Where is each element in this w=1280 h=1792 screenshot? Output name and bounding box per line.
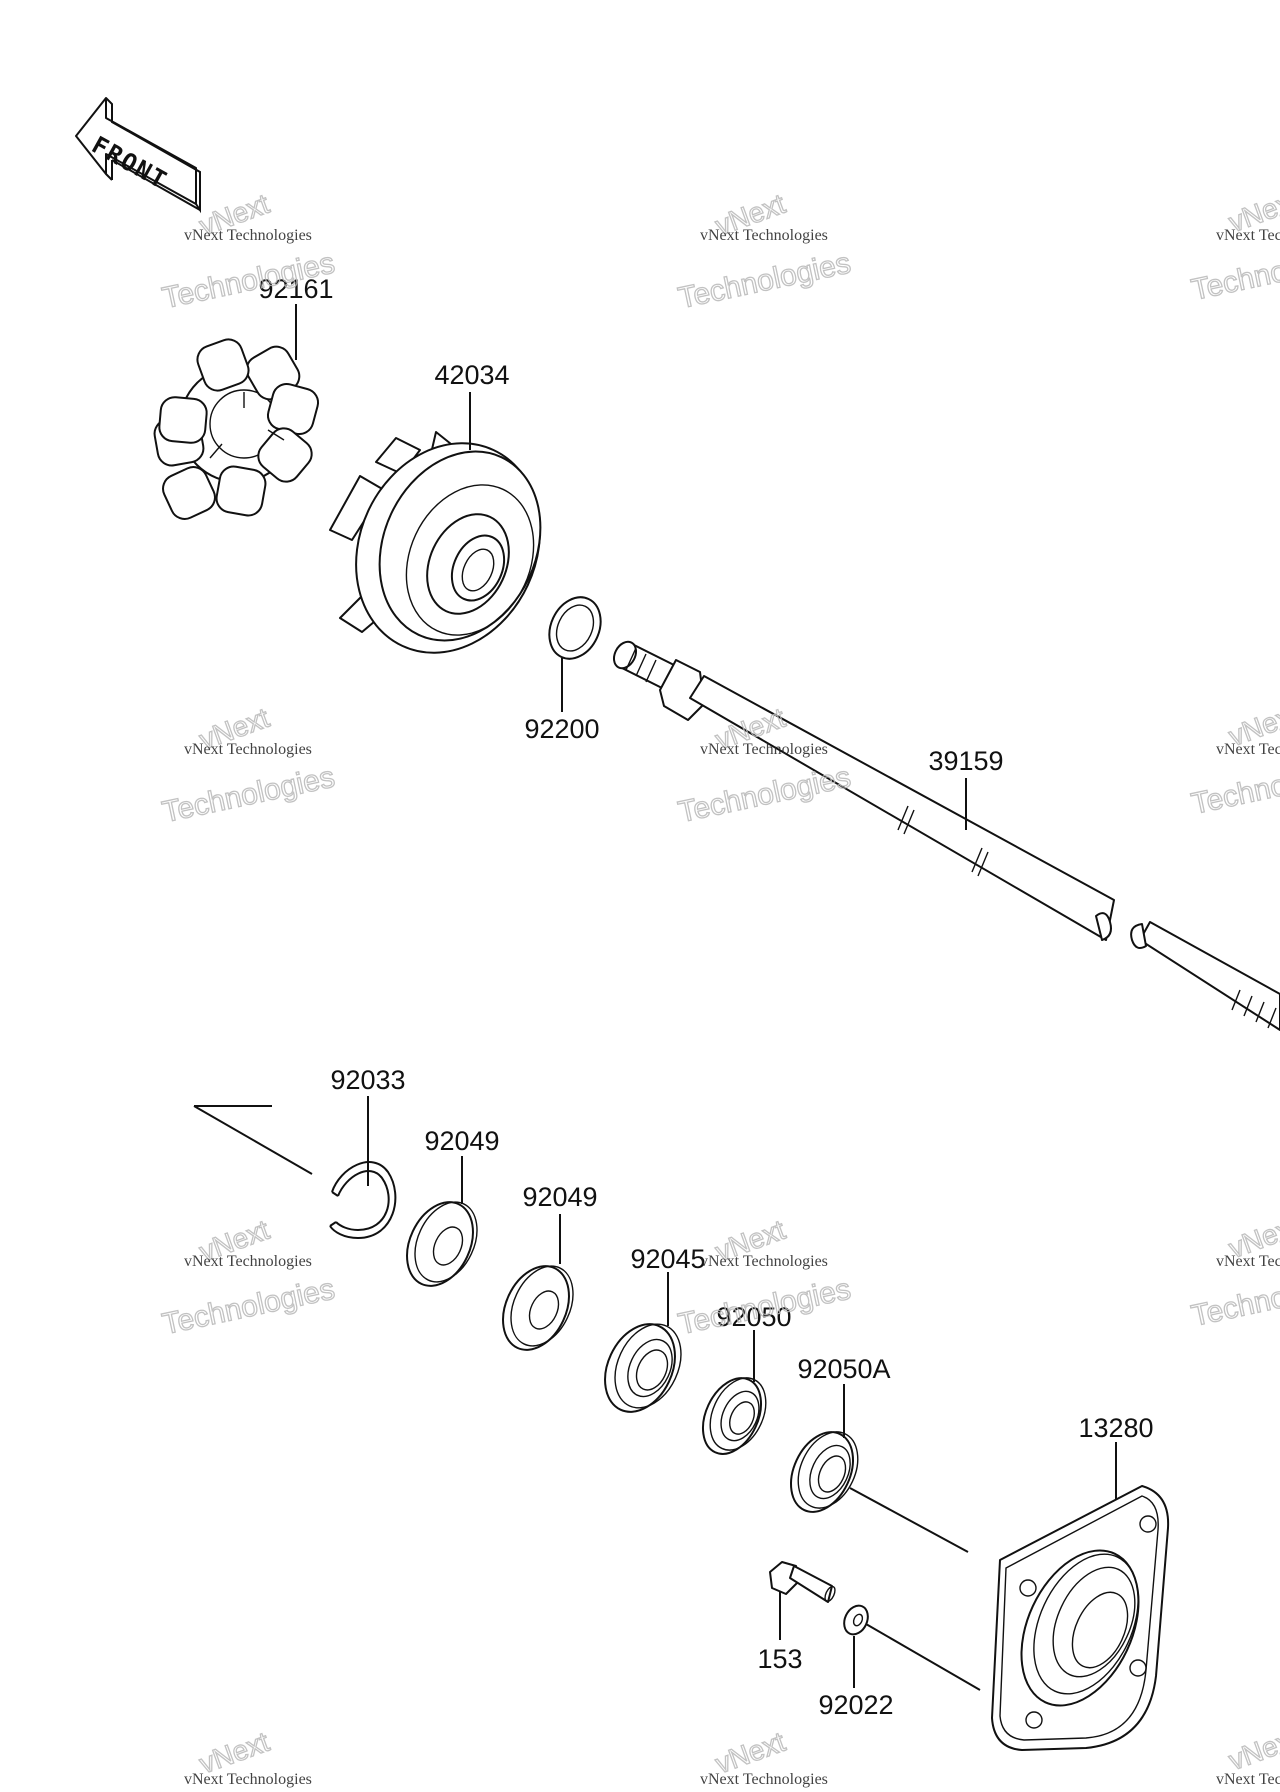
watermark-text: vNext Technologies	[700, 1253, 828, 1270]
assembly-line-washer-to-housing	[865, 1623, 981, 1691]
watermark-text: vNext Technologies	[1216, 227, 1280, 244]
part-92045-bearing	[604, 1323, 682, 1413]
part-label-13280: 13280	[1078, 1413, 1153, 1443]
watermark-text: vNext Technologies	[1216, 741, 1280, 758]
part-label-92200: 92200	[524, 714, 599, 744]
watermark-text: vNext Technologies	[184, 741, 312, 758]
front-direction-arrow-icon: FRONT	[75, 97, 201, 214]
part-39159-drive-shaft	[612, 640, 1280, 1031]
watermark-8: vNext vNext Technologies Technologies	[675, 1213, 854, 1342]
part-label-92161: 92161	[258, 274, 333, 304]
watermark-text: vNext Technologies	[184, 1771, 312, 1788]
watermark-10: vNext vNext Technologies	[184, 1725, 312, 1788]
watermark-text: Technologies	[675, 761, 853, 830]
part-92049-seal-b	[502, 1265, 574, 1351]
watermark-text: Technologies	[1189, 1264, 1280, 1333]
part-92033-circlip	[329, 1161, 397, 1240]
part-13280-bearing-housing	[991, 1485, 1170, 1751]
part-label-153: 153	[757, 1644, 802, 1674]
watermark-text: vNext Technologies	[1216, 1771, 1280, 1788]
watermark-text: Technologies	[159, 247, 337, 316]
part-label-92045: 92045	[630, 1244, 705, 1274]
watermark-11: vNext vNext Technologies	[700, 1725, 828, 1788]
part-92049-seal-a	[406, 1201, 478, 1287]
watermark-6: vNext vNext Technologies Technologies	[1188, 698, 1280, 822]
watermark-text: vNext Technologies	[184, 227, 312, 244]
watermark-text: Technologies	[675, 247, 853, 316]
watermark-text: vNext Technologies	[700, 227, 828, 244]
watermark-text: vNext Technologies	[184, 1253, 312, 1270]
part-label-92033: 92033	[330, 1065, 405, 1095]
watermark-12: vNext vNext Technologies	[1216, 1722, 1280, 1788]
watermark-text: vNext Technologies	[1216, 1253, 1280, 1270]
part-label-39159: 39159	[928, 746, 1003, 776]
watermark-text: Technologies	[159, 761, 337, 830]
watermark-4: vNext vNext Technologies Technologies	[159, 701, 338, 830]
watermark-2: vNext vNext Technologies Technologies	[675, 187, 854, 316]
part-label-92049-b: 92049	[522, 1182, 597, 1212]
watermark-text: vNext Technologies	[700, 1771, 828, 1788]
watermark-9: vNext vNext Technologies Technologies	[1188, 1210, 1280, 1334]
part-label-42034: 42034	[434, 360, 509, 390]
part-42034-impeller	[329, 431, 542, 654]
watermark-text: vNext	[1225, 1722, 1280, 1776]
part-92200-washer	[548, 596, 602, 660]
part-label-92022: 92022	[818, 1690, 893, 1720]
watermark-7: vNext vNext Technologies Technologies	[159, 1213, 338, 1342]
part-92161-coupler	[153, 338, 320, 520]
part-label-92050: 92050	[716, 1302, 791, 1332]
part-92022-washer	[843, 1604, 869, 1636]
part-92050A-oil-seal	[790, 1431, 859, 1513]
assembly-line-seal-to-housing	[849, 1487, 969, 1553]
watermark-text: Technologies	[159, 1273, 337, 1342]
part-153-bolt	[769, 1561, 836, 1603]
watermark-text: Technologies	[1189, 752, 1280, 821]
watermark-5: vNext vNext Technologies Technologies	[675, 701, 854, 830]
part-label-92050A: 92050A	[797, 1354, 890, 1384]
watermark-text: Technologies	[1189, 238, 1280, 307]
part-label-92049-a: 92049	[424, 1126, 499, 1156]
watermark-text: vNext Technologies	[700, 741, 828, 758]
reference-line-diagonal	[193, 1105, 313, 1175]
watermark-3: vNext vNext Technologies Technologies	[1188, 184, 1280, 308]
part-92050-oil-seal	[701, 1377, 767, 1455]
